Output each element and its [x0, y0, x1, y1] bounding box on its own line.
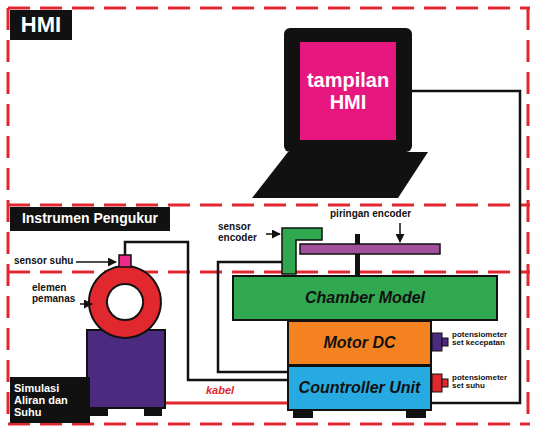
leader-line	[76, 261, 116, 263]
speed-potentiometer	[432, 333, 442, 351]
temperature-potentiometer	[432, 374, 442, 392]
foot	[293, 410, 313, 418]
node-text: Chamber Model	[305, 289, 425, 307]
node-text: Countroller Unit	[299, 379, 421, 397]
frame-right	[527, 8, 530, 424]
chamber-box: Chamber Model	[232, 275, 498, 321]
callout-label: sensor suhu	[14, 256, 78, 267]
hmi-screen: tampilan HMI	[300, 42, 396, 140]
temperature-sensor	[119, 255, 131, 267]
frame-top	[8, 7, 530, 10]
node-text: Simulasi Aliran dan Suhu	[14, 382, 86, 418]
callout-label: potensiometer set suhu	[452, 374, 516, 391]
region-label: HMI	[10, 10, 72, 40]
node-text: tampilan HMI	[304, 69, 392, 113]
heater-base	[87, 330, 165, 408]
heater-cable	[165, 402, 287, 405]
potentiometer-knob	[442, 338, 448, 346]
callout-label: piringan encoder	[330, 209, 440, 220]
foot	[406, 410, 426, 418]
heating-element	[89, 266, 161, 338]
callout-label: sensor encoder	[218, 222, 264, 243]
leader-line	[399, 223, 401, 242]
leader-line	[80, 303, 92, 305]
node-text: Motor DC	[324, 334, 396, 352]
potentiometer-knob	[442, 379, 448, 387]
foot	[144, 408, 162, 416]
cable-label: kabel	[206, 385, 256, 397]
region-label: Simulasi Aliran dan Suhu	[10, 377, 90, 423]
callout-label: potensiometer set kecepatan	[452, 331, 516, 348]
encoder-sensor	[282, 228, 322, 274]
laptop-bezel	[284, 28, 412, 152]
laptop-base	[252, 152, 428, 198]
node-text: HMI	[21, 13, 61, 37]
node-text: Instrumen Pengukur	[22, 211, 158, 226]
foot	[90, 408, 108, 416]
callout-label: elemen pemanas	[32, 283, 80, 304]
controller-box: Countroller Unit	[287, 365, 432, 411]
leader-line	[266, 233, 280, 235]
region-frame	[8, 8, 530, 424]
region-divider	[8, 271, 530, 274]
region-label: Instrumen Pengukur	[10, 207, 170, 231]
encoder-disc	[300, 244, 440, 254]
motor-box: Motor DC	[287, 320, 432, 366]
